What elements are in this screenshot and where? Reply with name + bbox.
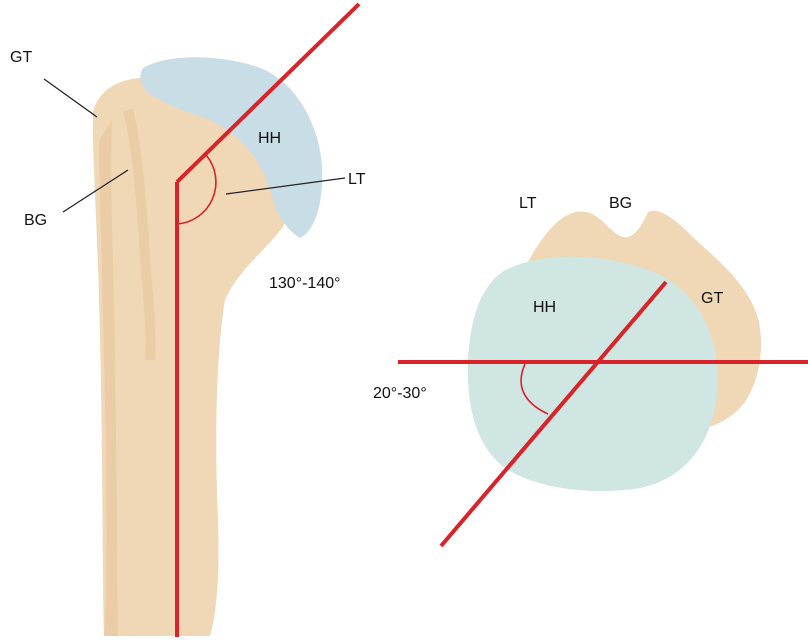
axial-view: LT BG HH GT 20°-30° <box>373 195 808 546</box>
label-bg-anterior: BG <box>24 212 47 229</box>
label-bg-axial: BG <box>609 195 632 212</box>
label-retroversion-angle: 20°-30° <box>373 385 427 402</box>
label-lt-axial: LT <box>519 195 537 212</box>
label-lt-anterior: LT <box>348 171 366 188</box>
label-gt-anterior: GT <box>10 49 32 66</box>
humeral-head-axial <box>468 257 718 491</box>
label-gt-axial: GT <box>701 290 723 307</box>
label-hh-anterior: HH <box>258 130 281 147</box>
anterior-view: GT BG HH LT 130°-140° <box>10 4 366 637</box>
label-neck-shaft-angle: 130°-140° <box>269 275 341 292</box>
gt-leader-line <box>44 79 97 117</box>
label-hh-axial: HH <box>533 299 556 316</box>
